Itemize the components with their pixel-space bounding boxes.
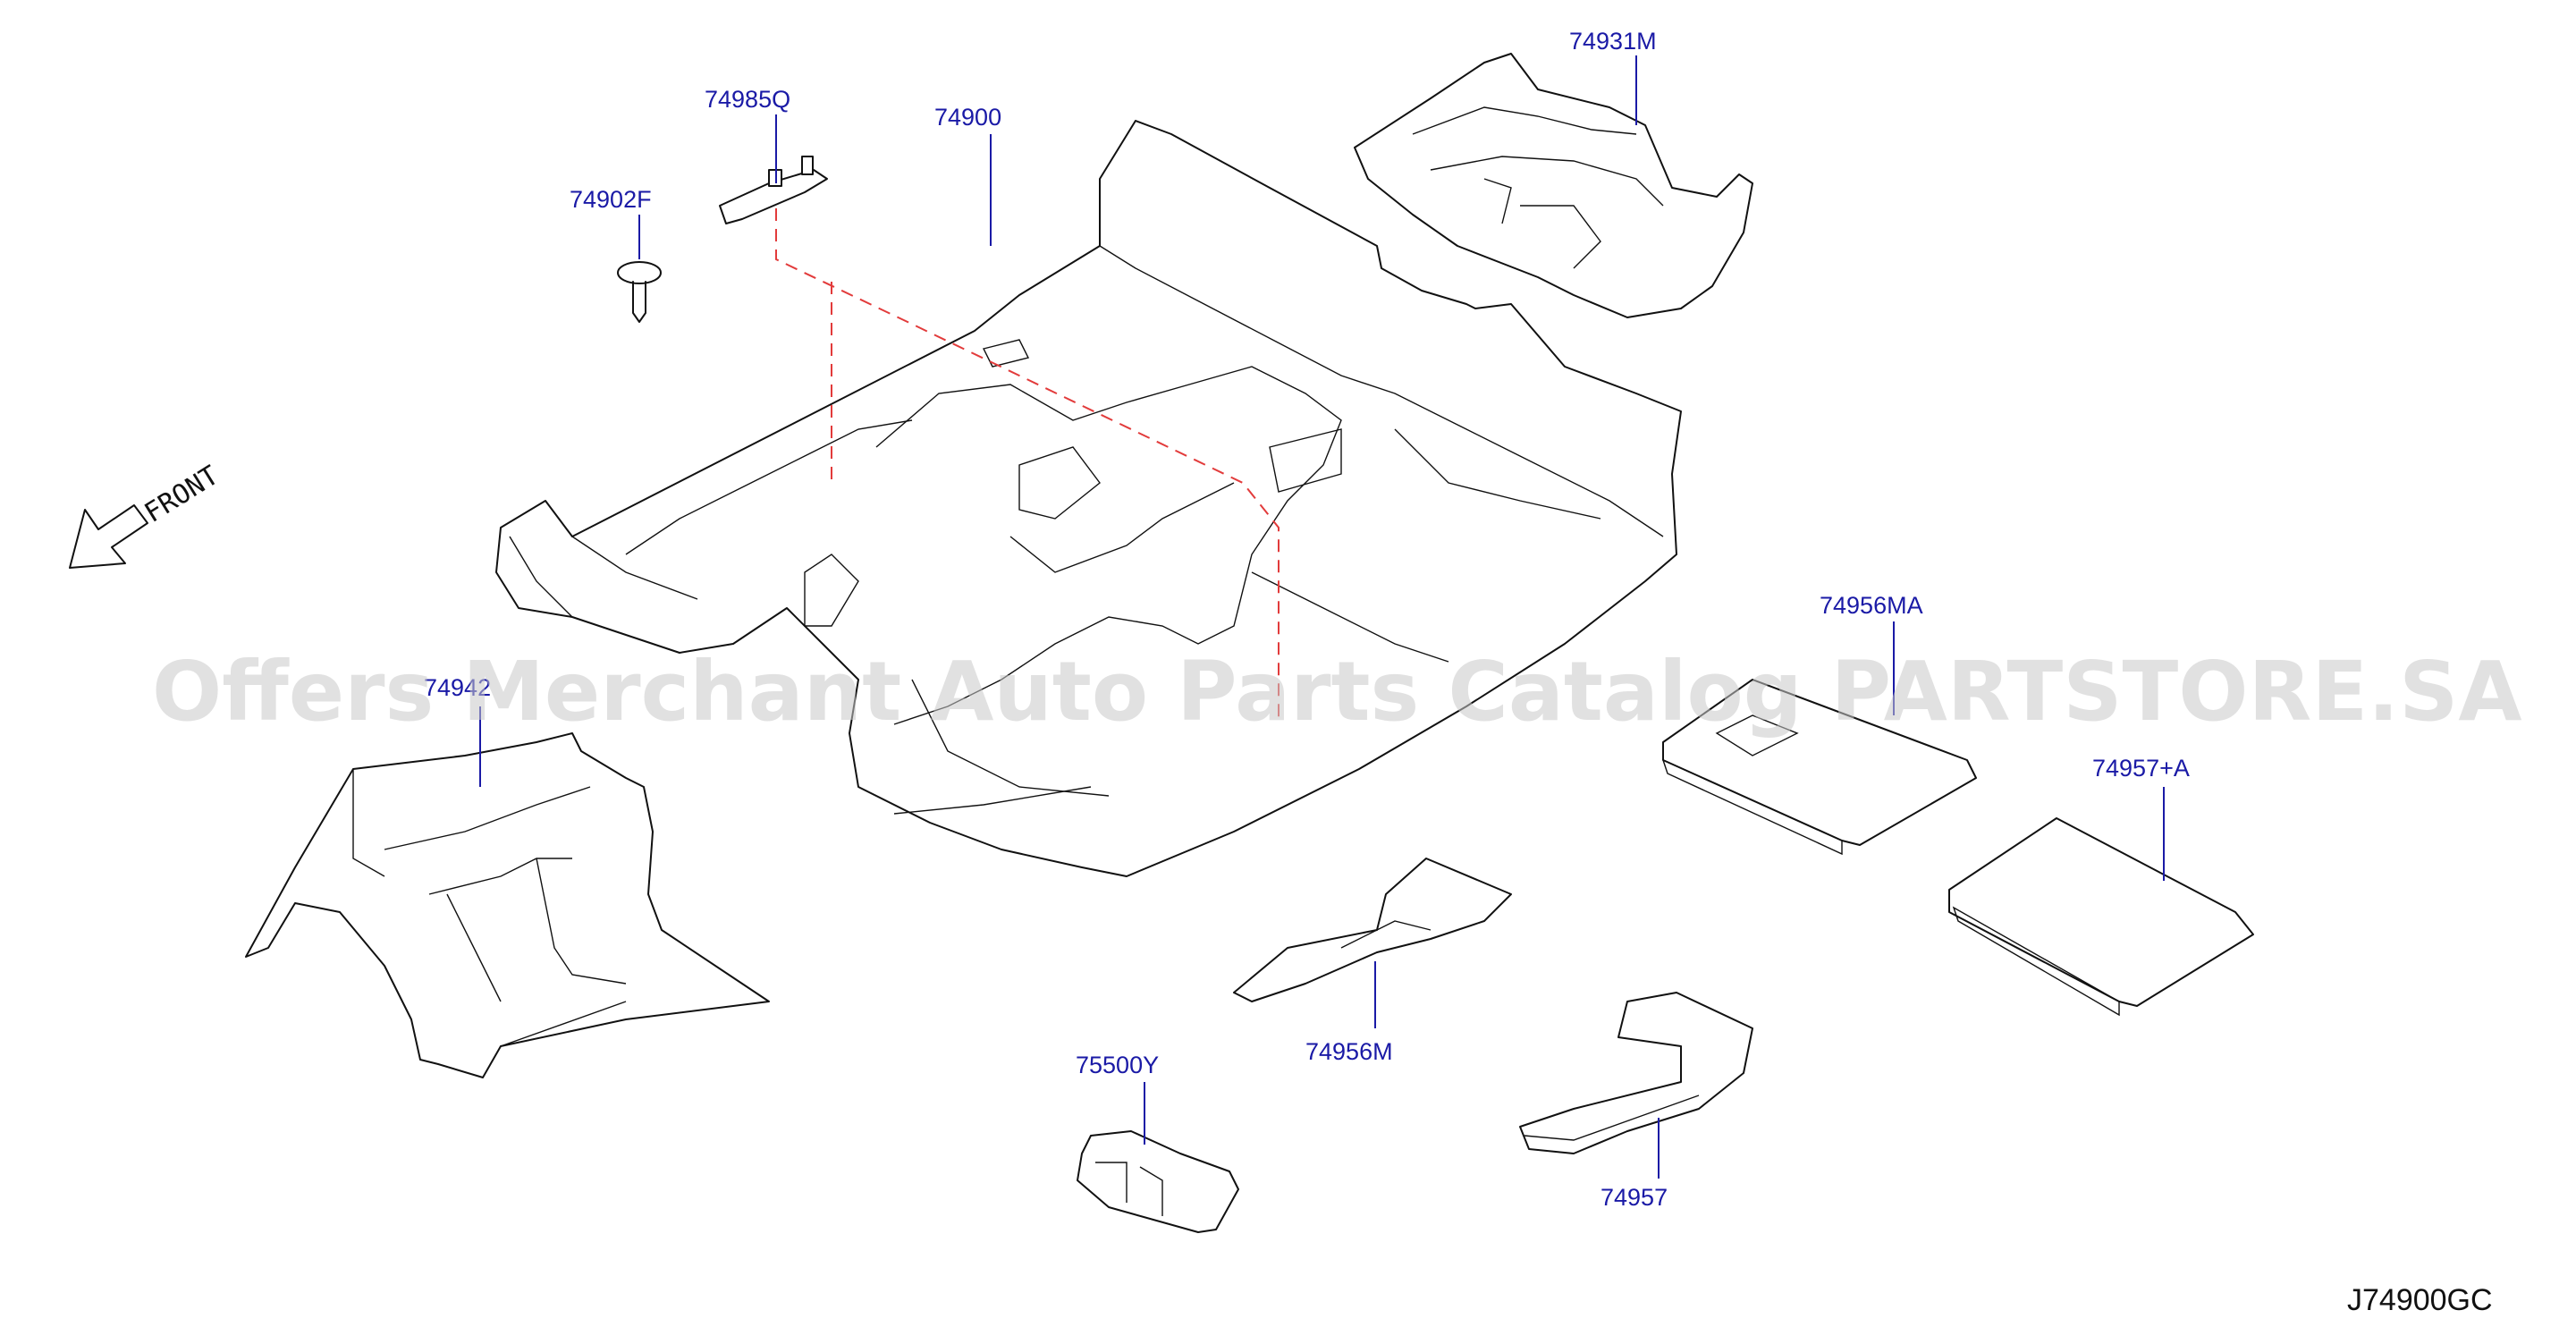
part-label-74957[interactable]: 74957 — [1600, 1184, 1668, 1211]
dash-insulator-drawing[interactable] — [245, 732, 770, 1078]
part-label-74956ma[interactable]: 74956MA — [1820, 592, 1923, 619]
part-label-74957a[interactable]: 74957+A — [2092, 755, 2190, 782]
part-label-74956m[interactable]: 74956M — [1305, 1038, 1393, 1065]
pad-drawing[interactable] — [1077, 1130, 1239, 1233]
clip-drawing[interactable] — [719, 156, 828, 224]
part-label-74942[interactable]: 74942 — [424, 674, 491, 701]
watermark: Offers Merchant Auto Parts Catalog PARTS… — [152, 644, 2522, 740]
rear-carpet-drawing[interactable] — [1354, 53, 1753, 318]
guide-lines — [775, 188, 1280, 720]
part-labels: 74985Q 74900 74931M 74902F 74942 74956MA… — [424, 28, 2190, 1211]
part-label-74931m[interactable]: 74931M — [1569, 28, 1657, 55]
part-label-75500y[interactable]: 75500Y — [1076, 1052, 1159, 1078]
callout-lines — [479, 55, 2165, 1179]
part-label-74985q[interactable]: 74985Q — [705, 86, 790, 113]
spacer-drawing[interactable] — [1233, 858, 1512, 1002]
push-clip-drawing[interactable] — [617, 261, 662, 323]
floor-mat-pad-drawing[interactable] — [1948, 817, 2254, 1017]
floor-spacer-drawing[interactable] — [1519, 992, 1753, 1154]
part-label-74902f[interactable]: 74902F — [570, 186, 652, 213]
part-label-74900[interactable]: 74900 — [934, 104, 1001, 131]
front-arrow: FRONT — [69, 460, 224, 569]
floor-mat-rear-drawing[interactable] — [1661, 679, 1977, 856]
floor-carpet-drawing[interactable] — [495, 120, 1682, 877]
front-label: FRONT — [139, 460, 224, 529]
diagram-code: J74900GC — [2347, 1283, 2493, 1317]
